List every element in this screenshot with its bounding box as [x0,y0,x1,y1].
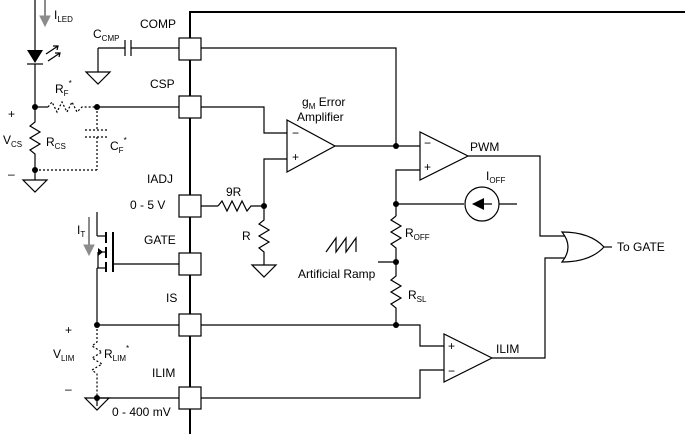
pin-gate: GATE [144,233,202,276]
svg-text:gM Error: gM Error [302,95,345,111]
ground-icon [250,264,278,278]
svg-text:−: − [448,364,455,378]
pin-is: IS [166,291,202,337]
svg-text:RLIM*: RLIM* [104,344,129,363]
roff-rsl-chain: ROFF RSL [378,215,430,328]
pin-csp-label: CSP [150,77,175,91]
svg-text:+: + [65,323,72,337]
svg-text:PWM: PWM [470,140,499,154]
led-string [27,0,61,70]
ground-icon [84,71,112,85]
svg-text:–: – [8,167,15,181]
svg-text:Artificial Ramp: Artificial Ramp [298,267,376,281]
svg-text:IT: IT [77,223,85,239]
svg-text:RCS: RCS [46,135,66,151]
pin-comp-label: COMP [140,17,176,31]
ground-icon-rlim [83,397,111,411]
pin-iadj-label: IADJ [147,172,173,186]
svg-text:+: + [8,107,15,121]
svg-text:CCMP: CCMP [93,27,119,43]
pin-ilim-range: 0 - 400 mV [112,405,171,419]
svg-text:ROFF: ROFF [405,226,430,242]
is-rlim-network: + VLIM – RLIM* [53,322,179,411]
svg-text:Amplifier: Amplifier [297,110,344,124]
ilim-comparator: + − ILIM [201,257,565,399]
iadj-divider: 9R R [201,185,278,278]
or-gate: To GATE [560,231,665,263]
svg-text:+: + [448,339,455,353]
pin-comp: COMP [140,17,202,61]
ic-boundary [189,11,685,434]
svg-text:ILIM: ILIM [496,342,519,356]
ioff-current-source: IOFF [396,169,517,222]
gm-error-amplifier: − + gM Error Amplifier [201,47,420,206]
svg-text:RSL: RSL [408,288,427,304]
svg-text:+: + [292,150,299,164]
svg-text:VLIM: VLIM [53,347,75,363]
mosfet-it-arrow: IT [77,217,95,257]
svg-text:CF*: CF* [110,136,127,155]
svg-text:RF*: RF* [55,79,72,98]
current-sense-network: RF* RCS + VCS – CF* [3,70,179,193]
svg-text:R: R [242,229,251,243]
pin-ilim: ILIM 0 - 400 mV [112,366,202,419]
pin-ilim-label: ILIM [152,366,175,380]
pwm-comparator: − + PWM [393,131,565,237]
svg-text:VCS: VCS [3,133,22,149]
artificial-ramp: Artificial Ramp [298,236,376,281]
pin-iadj: IADJ 0 - 5 V [130,172,202,218]
iled-current-arrow: ILED [39,0,73,28]
svg-text:−: − [292,126,299,140]
pin-iadj-range: 0 - 5 V [130,198,165,212]
svg-text:−: − [424,136,431,150]
ground-icon [21,179,49,193]
svg-text:To GATE: To GATE [617,240,665,254]
svg-text:–: – [65,382,72,396]
svg-text:9R: 9R [226,185,242,199]
svg-text:IOFF: IOFF [486,169,505,185]
pin-gate-label: GATE [144,233,176,247]
mosfet [96,212,179,325]
svg-text:ILED: ILED [54,8,73,24]
pin-csp: CSP [150,77,202,119]
ccmp-capacitor: CCMP [84,27,179,85]
pin-is-label: IS [166,291,177,305]
svg-text:+: + [424,160,431,174]
